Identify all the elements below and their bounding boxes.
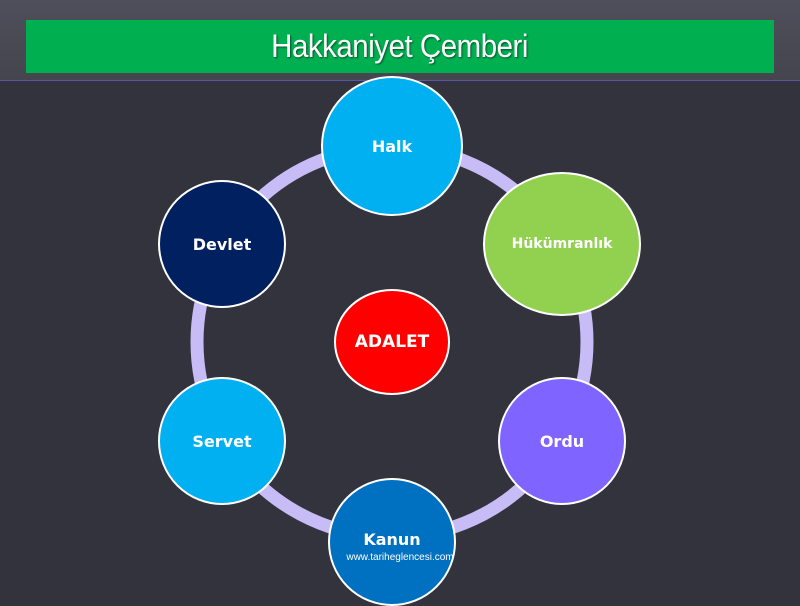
node-devlet-label: Devlet	[192, 234, 252, 254]
node-devlet: Devlet	[158, 180, 286, 308]
node-ordu: Ordu	[498, 377, 626, 505]
node-halk-label: Halk	[371, 136, 413, 156]
node-adalet-center: ADALET	[334, 289, 450, 395]
watermark-text: www.tariheglencesi.com	[346, 552, 454, 563]
node-ordu-label: Ordu	[539, 431, 585, 451]
node-kanun-label: Kanun	[363, 530, 421, 549]
node-kanun: Kanun	[328, 478, 456, 606]
node-adalet-label: ADALET	[354, 332, 430, 352]
title-bar: Hakkaniyet Çemberi	[26, 20, 774, 73]
slide-title: Hakkaniyet Çemberi	[271, 28, 529, 64]
node-halk: Halk	[321, 76, 463, 216]
node-hukumranlik: Hükümranlık	[483, 172, 641, 316]
node-servet-label: Servet	[192, 431, 252, 451]
node-hukumranlik-label: Hükümranlık	[511, 236, 613, 252]
node-servet: Servet	[158, 377, 286, 505]
